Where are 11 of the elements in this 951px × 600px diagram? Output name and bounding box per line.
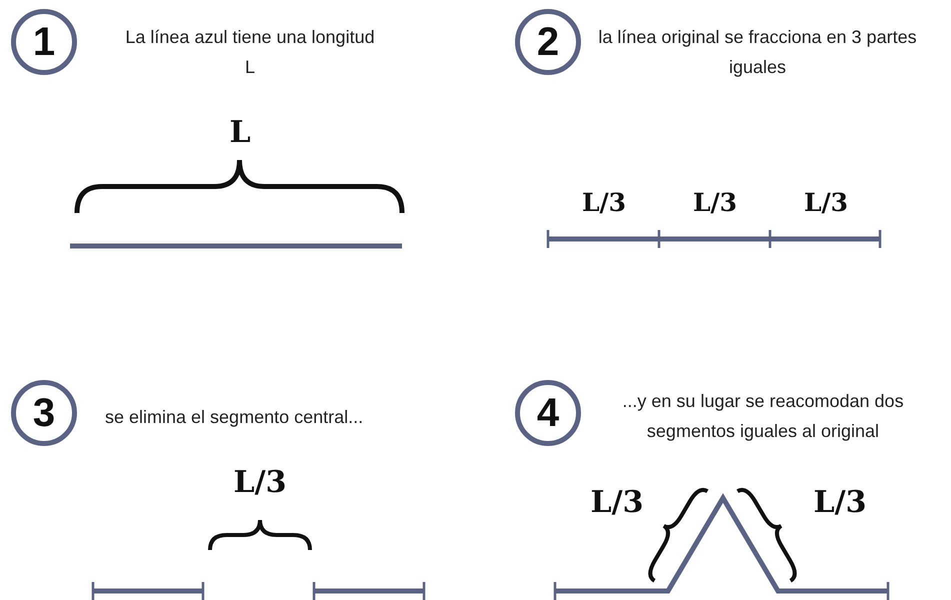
length-label: L/3 (814, 488, 866, 518)
length-label: L (229, 118, 251, 148)
step-description: La línea azul tiene una longitud L (125, 26, 375, 79)
length-label: L/3 (804, 190, 848, 215)
length-label: L/3 (582, 190, 626, 215)
length-label: L/3 (590, 488, 644, 518)
step-description: la línea original se fracciona en 3 partes iguales (597, 26, 918, 79)
length-label: L/3 (234, 468, 286, 498)
length-label: L/3 (692, 190, 738, 215)
step-description: ...y en su lugar se reacomodan dos segmentos iguales al original (621, 390, 905, 443)
step-description: se elimina el segmento central... (105, 406, 364, 429)
